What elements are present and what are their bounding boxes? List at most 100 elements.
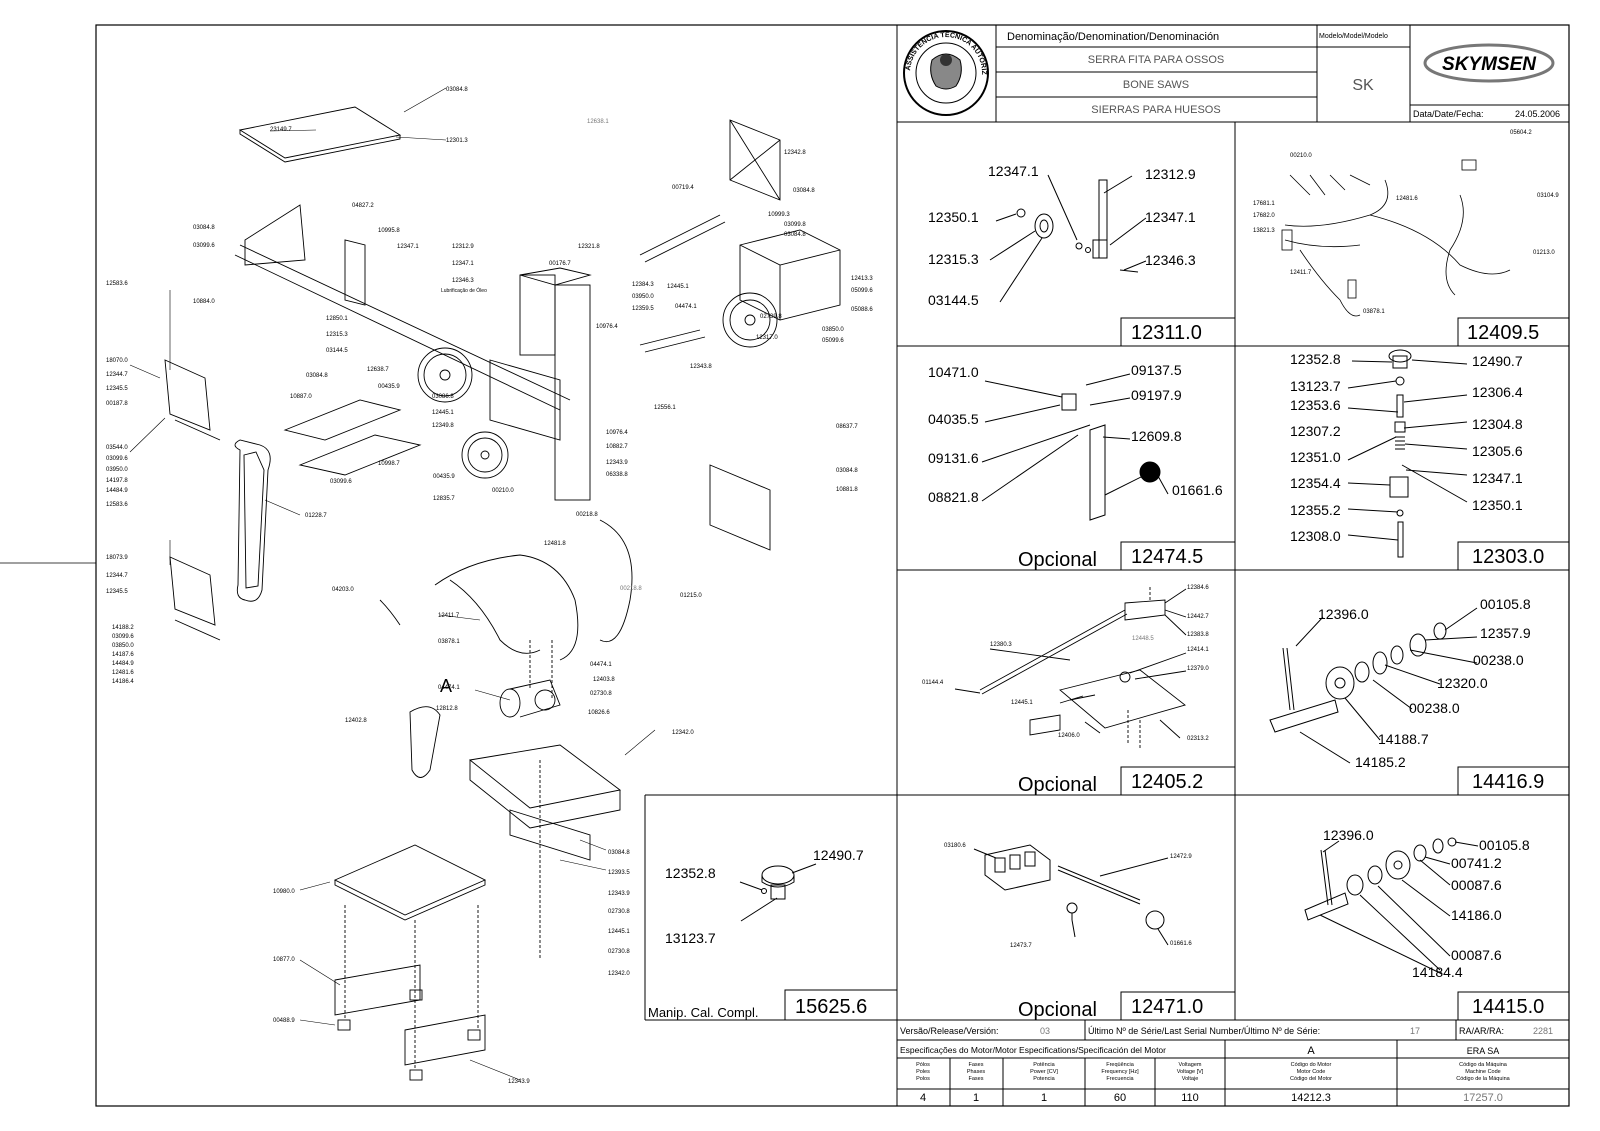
part-label: 12411.7: [1290, 270, 1312, 276]
oil-note: Lubrificação de Óleo: [441, 287, 487, 294]
part-label: 12850.1: [326, 316, 348, 322]
part-label: 00218.8: [576, 512, 598, 518]
part-label: 09137.5: [1131, 362, 1182, 378]
panel-12311: 12347.1 12312.9 12350.1 12347.1 12315.3 …: [928, 163, 1202, 344]
part-label: 12305.6: [1472, 443, 1523, 459]
panel-caption: Opcional: [1018, 774, 1097, 796]
panel-code: 12474.5: [1131, 546, 1203, 568]
panel-12471: 03180.6 12472.9 12473.7 01661.6 Opcional…: [944, 843, 1203, 1021]
part-label: 12308.0: [1290, 528, 1341, 544]
part-label: 00176.7: [549, 261, 571, 267]
part-label: 03950.0: [632, 294, 654, 300]
part-label: 09197.9: [1131, 387, 1182, 403]
motor-letter: A: [1307, 1045, 1315, 1057]
panel-code: 12303.0: [1472, 546, 1544, 568]
model-label: Modelo/Model/Modelo: [1319, 33, 1388, 40]
part-label: 00435.9: [378, 384, 400, 390]
part-label: 12383.8: [1187, 632, 1209, 638]
part-label: 03144.5: [326, 348, 348, 354]
part-label: 12403.8: [593, 677, 615, 683]
main-drawing: [164, 106, 841, 1081]
part-label: 02730.8: [590, 691, 612, 697]
part-label: 12413.3: [851, 276, 873, 282]
part-label: 02739.8: [760, 314, 782, 320]
panel-code: 12311.0: [1131, 322, 1202, 344]
part-label: 05099.6: [822, 338, 844, 344]
panel-12303: 12352.8 12490.7 13123.7 12306.4 12353.6 …: [1290, 349, 1544, 568]
part-label: 14197.8: [106, 478, 128, 484]
authorized-service-seal: ASSISTÊNCIA TÉCNICA AUTORIZADA: [0, 0, 989, 116]
part-label: 12481.8: [544, 541, 566, 547]
part-label: 13821.3: [1253, 228, 1275, 234]
part-label: 03104.9: [1537, 193, 1559, 199]
serial-label: Último Nº de Série/Last Serial Number/Úl…: [1088, 1026, 1320, 1036]
part-label: 12396.0: [1318, 606, 1369, 622]
serial-value: 17: [1410, 1026, 1420, 1036]
part-label: 04827.2: [352, 203, 374, 209]
part-label: 10995.8: [378, 228, 400, 234]
part-label: 12352.8: [665, 865, 716, 881]
part-label: 12315.3: [326, 332, 348, 338]
part-label: 12402.8: [345, 718, 367, 724]
part-label: 13123.7: [665, 930, 716, 946]
part-label: 00218.8: [620, 586, 642, 592]
part-label: 12583.6: [106, 502, 128, 508]
panel-14415: 12396.0 00105.8 00741.2 00087.6 14186.0 …: [1304, 827, 1544, 1018]
part-label: 00087.6: [1451, 877, 1502, 893]
part-label: 00238.0: [1473, 652, 1524, 668]
title-block: ASSISTÊNCIA TÉCNICA AUTORIZADA Denominaç…: [0, 0, 1570, 123]
panel-code: 14415.0: [1472, 996, 1544, 1018]
name-spanish: SIERRAS PARA HUESOS: [1091, 104, 1220, 116]
part-label: 03099.6: [112, 634, 134, 640]
part-label: 03099.8: [784, 222, 806, 228]
part-label: 14186.4: [112, 679, 134, 685]
part-label: 12312.9: [1145, 166, 1196, 182]
part-label: 00105.8: [1480, 596, 1531, 612]
part-label: 02730.8: [608, 909, 630, 915]
detail-marker-a: A: [440, 676, 452, 696]
part-label: 04474.1: [590, 662, 612, 668]
part-label: 12342.0: [672, 730, 694, 736]
part-label: 10884.0: [193, 299, 215, 305]
part-label: 14188.7: [1378, 731, 1429, 747]
part-label: 00719.4: [672, 185, 694, 191]
part-label: 12347.1: [1472, 470, 1523, 486]
panel-caption: Opcional: [1018, 549, 1097, 571]
ra-label: RA/AR/RA:: [1459, 1026, 1504, 1036]
part-label: 03099.6: [330, 479, 352, 485]
part-label: 05604.2: [1510, 130, 1532, 136]
seal-text: ASSISTÊNCIA TÉCNICA AUTORIZADA: [0, 0, 987, 76]
part-label: 00210.0: [1290, 153, 1312, 159]
part-label: 12352.8: [1290, 351, 1341, 367]
part-label: 12583.6: [106, 281, 128, 287]
main-part-labels: 03084.8 23149.7 12301.3 04827.2 10995.8 …: [106, 87, 873, 1085]
part-label: 23149.7: [270, 127, 292, 133]
part-label: 14484.9: [106, 488, 128, 494]
part-label: 12307.2: [1290, 423, 1341, 439]
part-label: 04474.1: [675, 304, 697, 310]
part-label: 12448.5: [1132, 636, 1154, 642]
part-label: 12812.8: [436, 706, 458, 712]
part-label: 12472.9: [1170, 854, 1192, 860]
part-label: 03099.6: [193, 243, 215, 249]
part-label: 12343.9: [508, 1079, 530, 1085]
part-label: 03180.6: [944, 843, 966, 849]
name-portuguese: SERRA FITA PARA OSSOS: [1088, 54, 1225, 66]
part-label: 03850.0: [112, 643, 134, 649]
part-label: 12343.8: [690, 364, 712, 370]
svg-text:ASSISTÊNCIA TÉCNICA AUTORIZADA: ASSISTÊNCIA TÉCNICA AUTORIZADA: [0, 0, 987, 76]
part-label: 02730.8: [608, 949, 630, 955]
part-label: 03084.8: [306, 373, 328, 379]
part-label: 10882.7: [606, 444, 628, 450]
part-label: 10877.0: [273, 957, 295, 963]
part-label: 18070.0: [106, 358, 128, 364]
part-label: 12393.5: [608, 870, 630, 876]
part-label: 03878.1: [438, 639, 460, 645]
part-label: 12355.2: [1290, 502, 1341, 518]
part-label: 00435.9: [433, 474, 455, 480]
part-label: 03084.8: [193, 225, 215, 231]
part-label: 04203.0: [332, 587, 354, 593]
part-label: 03084.8: [446, 87, 468, 93]
